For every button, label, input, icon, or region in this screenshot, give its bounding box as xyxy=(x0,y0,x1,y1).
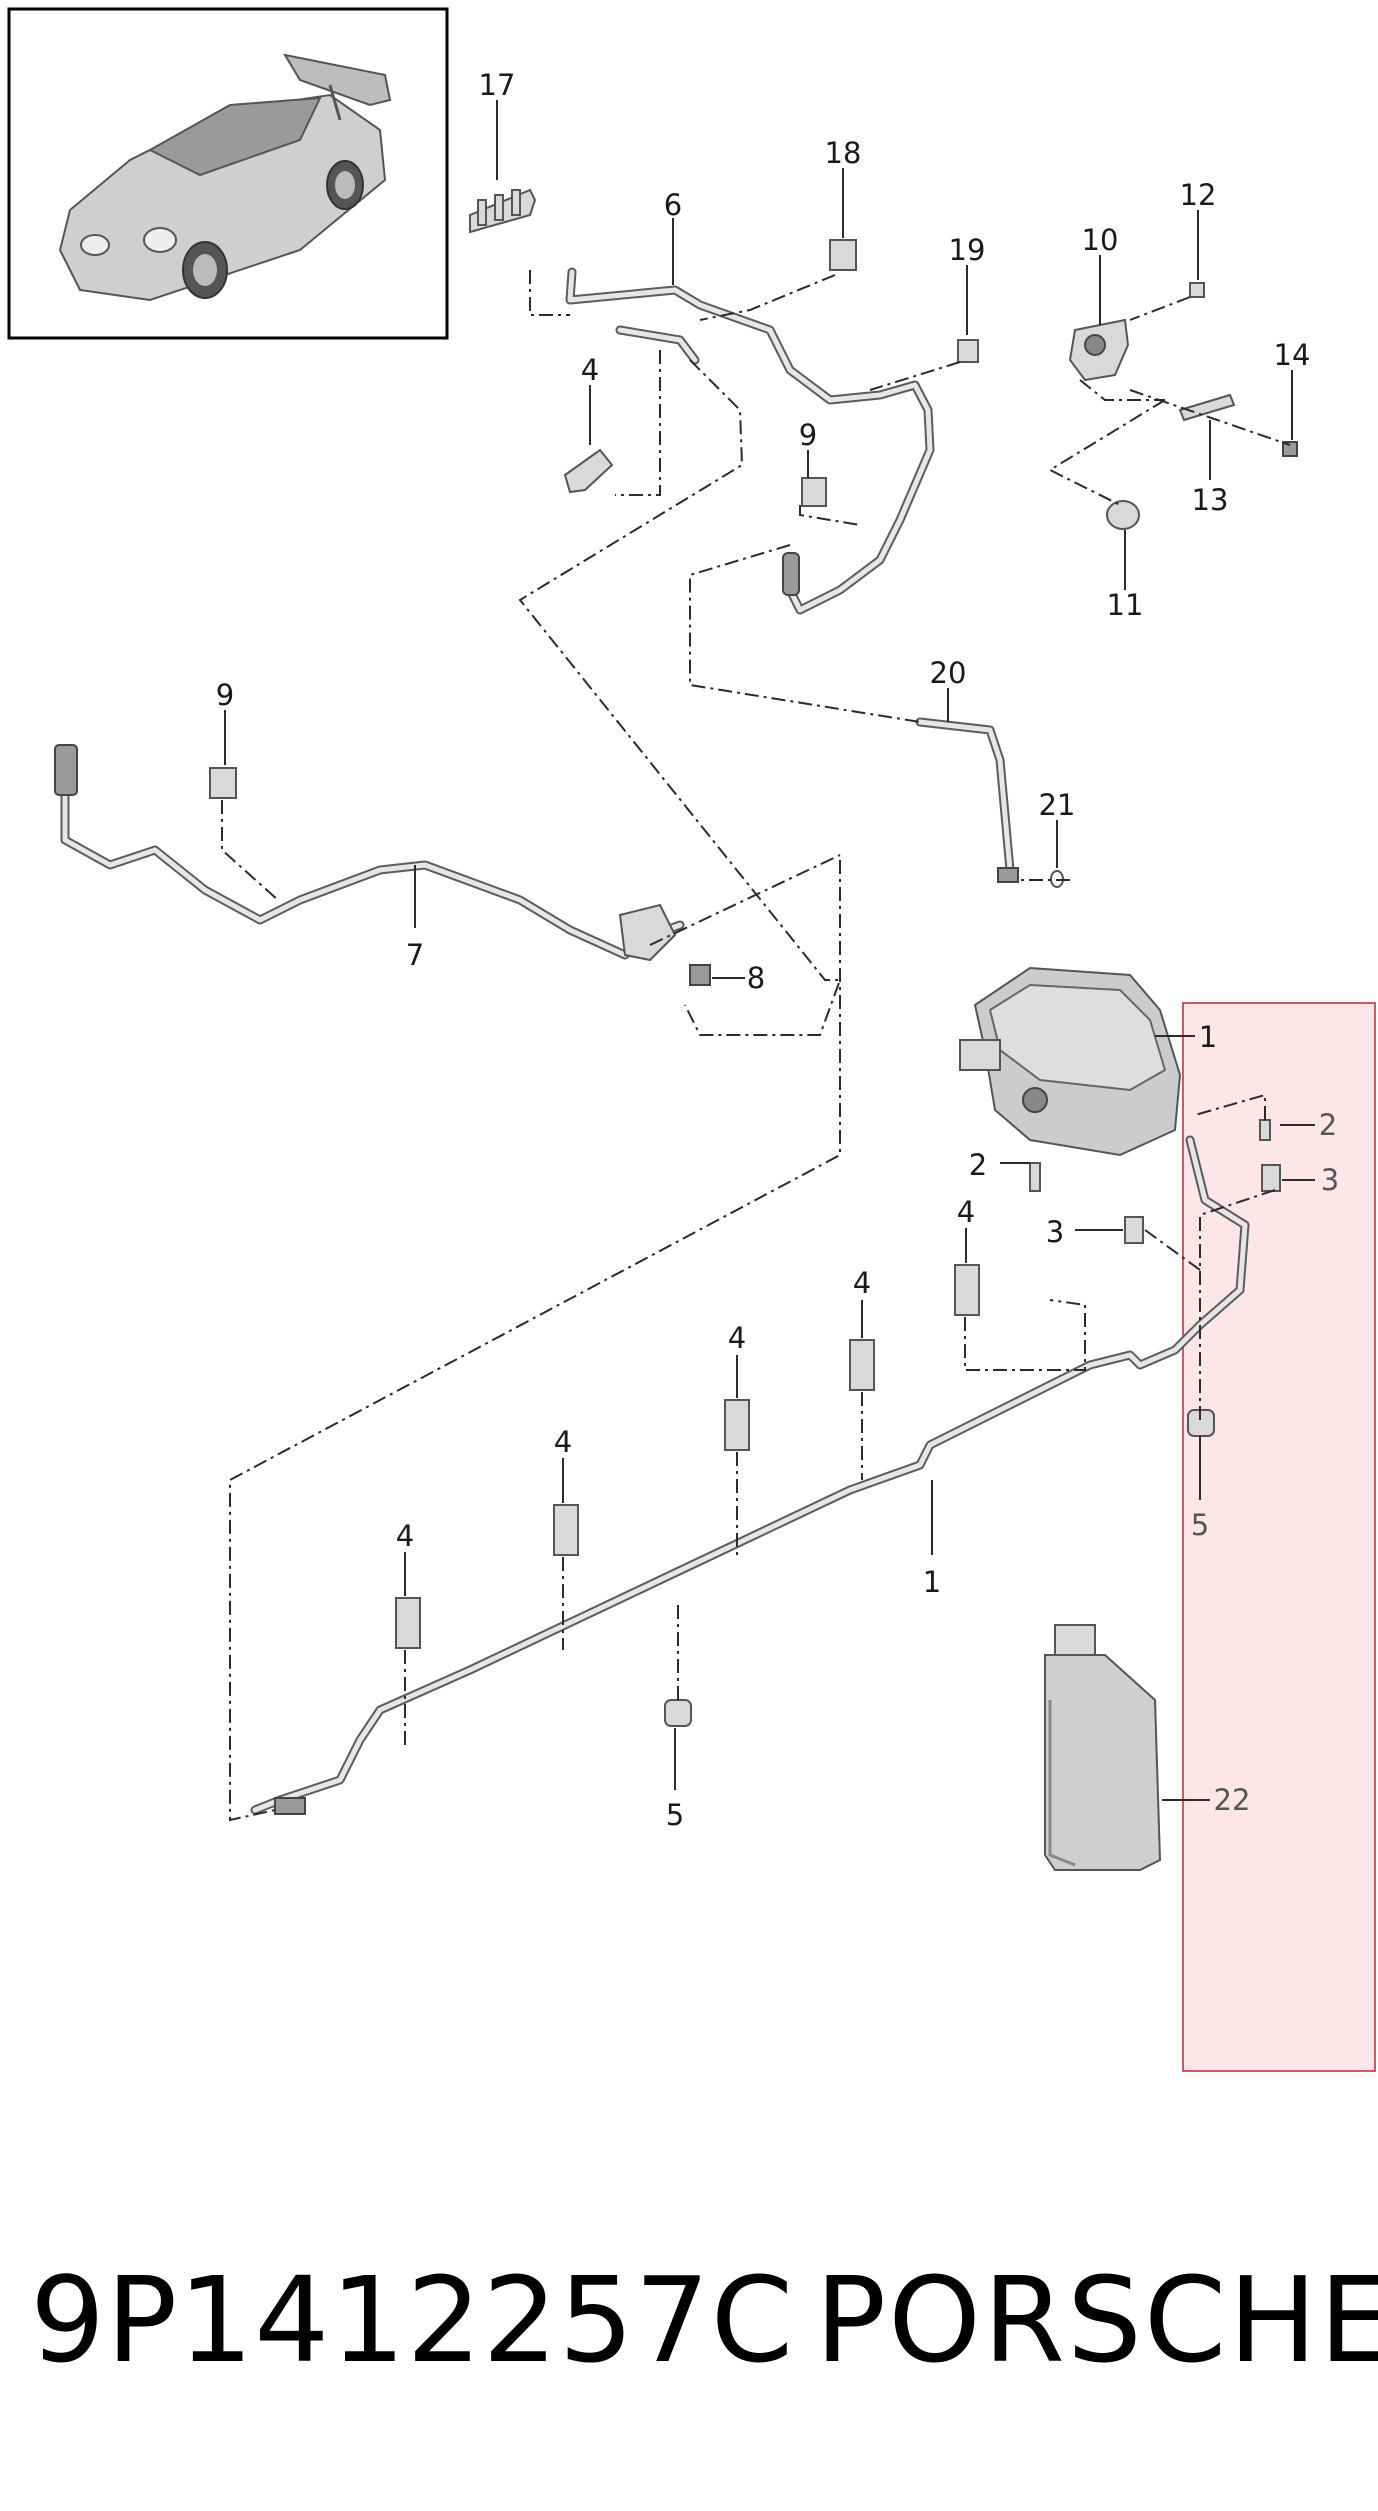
grommet-5-bottom xyxy=(664,1699,692,1727)
clip-4-b xyxy=(553,1504,579,1556)
car-illustration-icon xyxy=(58,53,392,302)
plug-8 xyxy=(689,964,711,986)
callout-18: 18 xyxy=(825,136,862,170)
clip-4-e xyxy=(954,1264,980,1316)
clip-18 xyxy=(829,239,857,271)
callout-9-top: 9 xyxy=(799,418,817,452)
footer: 9P1412257C PORSCHE xyxy=(0,2245,1378,2395)
clip-4-c xyxy=(724,1399,750,1451)
sensor-connector-7 xyxy=(54,744,78,796)
callout-3-left: 3 xyxy=(1046,1215,1064,1249)
hydraulic-reservoir-icon xyxy=(959,966,1182,1157)
fluid-bottle-icon xyxy=(1044,1624,1162,1871)
brand-name: PORSCHE xyxy=(815,2251,1378,2389)
car-thumbnail xyxy=(7,7,449,340)
callout-9-left: 9 xyxy=(216,678,234,712)
pipe-7 xyxy=(60,770,685,960)
callout-19: 19 xyxy=(949,233,986,267)
screw-2-right xyxy=(1259,1119,1271,1141)
valve-block-7 xyxy=(618,903,677,962)
callout-4-a: 4 xyxy=(396,1519,414,1553)
clip-12 xyxy=(1189,282,1205,298)
part-number: 9P1412257C xyxy=(30,2251,795,2389)
clip-3-right xyxy=(1261,1164,1281,1192)
clip-19 xyxy=(957,339,979,363)
clip-4-a xyxy=(395,1597,421,1649)
bolt-14 xyxy=(1282,441,1298,457)
clip-4-d xyxy=(849,1339,875,1391)
callout-2-left: 2 xyxy=(969,1148,987,1182)
callout-4-d: 4 xyxy=(853,1266,871,1300)
callout-4-b: 4 xyxy=(554,1425,572,1459)
callout-12: 12 xyxy=(1180,178,1217,212)
clip-3-left xyxy=(1124,1216,1144,1244)
grommet-11 xyxy=(1106,500,1140,530)
callout-20: 20 xyxy=(930,656,967,690)
callout-4-c: 4 xyxy=(728,1321,746,1355)
clip-9-top xyxy=(801,477,827,507)
callout-1-mid: 1 xyxy=(923,1565,941,1599)
clip-9-left xyxy=(209,767,237,799)
callout-3-right: 3 xyxy=(1321,1163,1339,1197)
callout-10: 10 xyxy=(1082,223,1119,257)
clip-4-top xyxy=(563,448,614,494)
callout-6: 6 xyxy=(664,188,682,222)
callout-4-top: 4 xyxy=(581,353,599,387)
callout-1-top: 1 xyxy=(1199,1020,1217,1054)
highlight-region xyxy=(1182,1002,1376,2072)
callout-7: 7 xyxy=(406,938,424,972)
callout-5-right: 5 xyxy=(1191,1508,1209,1542)
callout-13: 13 xyxy=(1192,483,1229,517)
callout-21: 21 xyxy=(1039,788,1076,822)
callout-17: 17 xyxy=(479,68,516,102)
callout-4-e: 4 xyxy=(957,1195,975,1229)
plate-13 xyxy=(1178,393,1236,422)
callout-11: 11 xyxy=(1107,588,1144,622)
callout-22: 22 xyxy=(1214,1783,1251,1817)
sensor-connector-6 xyxy=(782,552,800,596)
pipe-1-fitting xyxy=(274,1797,306,1815)
bracket-10 xyxy=(1068,318,1130,382)
callout-8: 8 xyxy=(747,961,765,995)
callout-2-right: 2 xyxy=(1319,1108,1337,1142)
callout-14: 14 xyxy=(1274,338,1311,372)
bracket-17 xyxy=(469,188,537,234)
screw-2-left xyxy=(1029,1162,1041,1192)
callout-5-bottom: 5 xyxy=(666,1798,684,1832)
